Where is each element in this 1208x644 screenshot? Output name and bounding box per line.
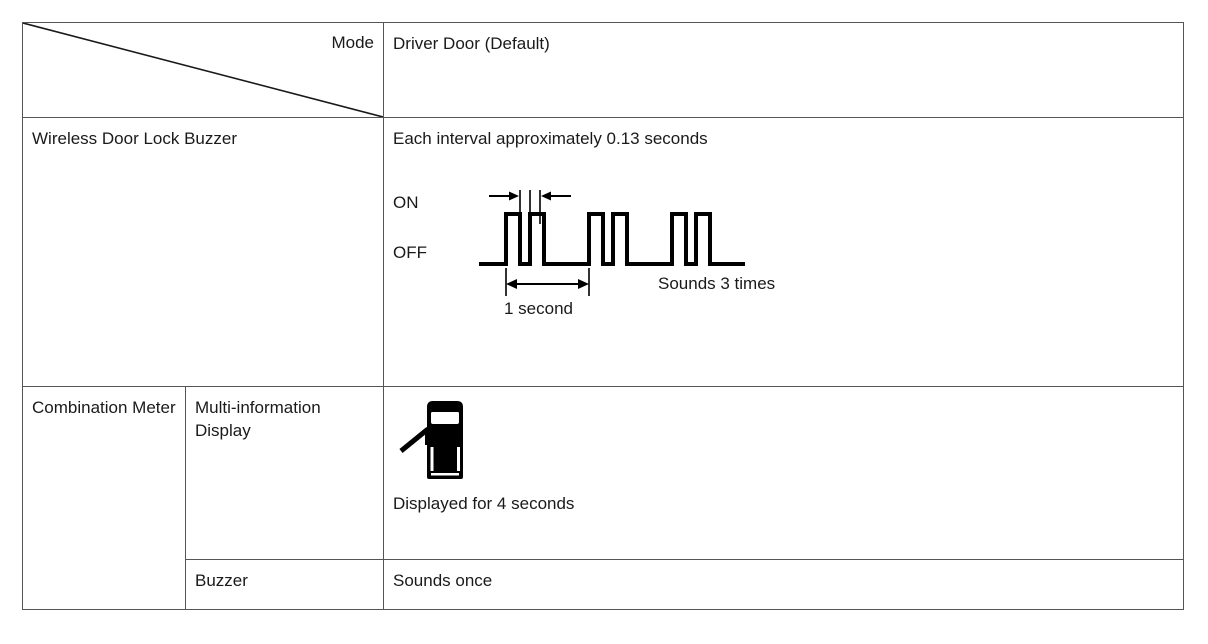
interval-arrowheads (509, 191, 551, 201)
vehicle-open-door-icon (399, 401, 463, 480)
table-row-wireless-door-lock-buzzer: Wireless Door Lock Buzzer Each interval … (22, 116, 1184, 388)
table-header-row: Mode Driver Door (Default) (22, 22, 1184, 118)
combination-meter-label: Combination Meter (32, 398, 176, 418)
table-row-combination-meter-buzzer: Buzzer Sounds once (23, 558, 1184, 611)
sounds-3-times-label: Sounds 3 times (658, 274, 775, 293)
header-mode-label: Mode (331, 33, 374, 52)
one-second-measure (505, 268, 590, 297)
buzzer-value-cell: Sounds once (383, 558, 1184, 611)
wireless-door-lock-buzzer-label: Wireless Door Lock Buzzer (32, 129, 238, 148)
buzzer-interval-text: Each interval approximately 0.13 seconds (393, 129, 708, 148)
waveform-on-label: ON (393, 193, 419, 212)
vehicle-icon-block (393, 399, 1174, 481)
one-second-label: 1 second (504, 299, 573, 318)
header-corner-cell: Mode (22, 22, 384, 118)
mode-value-text: Driver Door (Default) (393, 34, 550, 53)
header-mode-value-cell: Driver Door (Default) (383, 22, 1184, 118)
row-label-combination-meter: Combination Meter (22, 386, 186, 610)
row-label-buzzer: Buzzer (185, 558, 384, 611)
buzzer-value-text: Sounds once (393, 570, 493, 590)
timing-waveform-svg: ON OFF (393, 190, 775, 318)
multi-information-display-label: Multi-information Display (195, 398, 321, 440)
mode-specification-table: Mode Driver Door (Default) Wireless Door… (22, 22, 1184, 611)
diagonal-divider-line (23, 23, 383, 117)
open-door-indicator (399, 427, 430, 454)
waveform-pulse-train (479, 212, 745, 267)
buzzer-timing-diagram: ON OFF (393, 172, 845, 322)
row-label-wireless-door-lock-buzzer: Wireless Door Lock Buzzer (22, 116, 384, 388)
wireless-door-lock-buzzer-content: Each interval approximately 0.13 seconds… (383, 116, 1184, 388)
table-row-multi-information-display: Combination Meter Multi-information Disp… (22, 386, 1184, 610)
waveform-off-label: OFF (393, 243, 427, 262)
buzzer-label: Buzzer (195, 570, 248, 590)
display-duration-caption: Displayed for 4 seconds (393, 494, 575, 514)
multi-information-display-content: Displayed for 4 seconds (383, 386, 1184, 560)
one-second-arrowheads (506, 279, 589, 290)
row-label-multi-information-display: Multi-information Display (185, 386, 384, 560)
